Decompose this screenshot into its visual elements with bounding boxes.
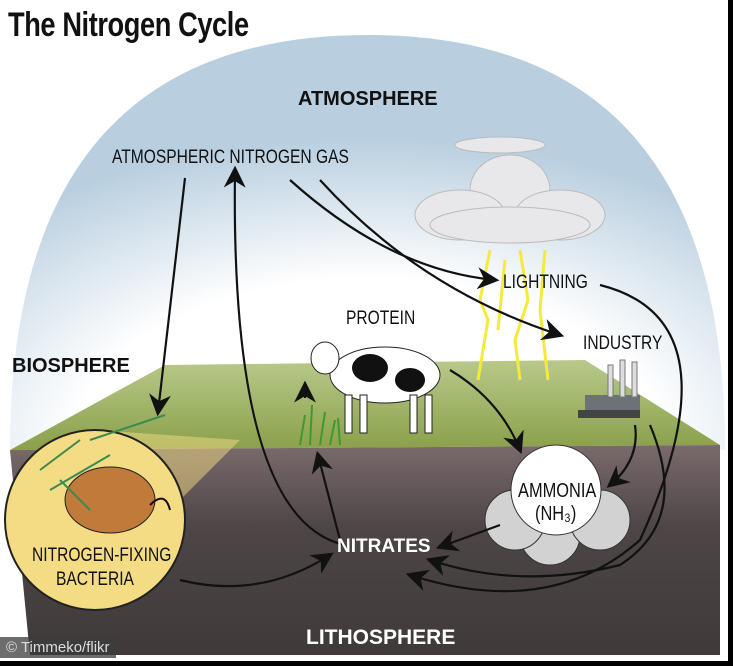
ammonia-molecule-icon <box>484 444 631 566</box>
image-credit: © Timmeko/flikr <box>0 637 116 658</box>
industry-label: INDUSTRY <box>583 333 663 354</box>
ammonia-formula-label: (NH₃) <box>535 503 577 525</box>
cloud-icon <box>414 136 606 244</box>
factory-icon <box>578 359 640 418</box>
grass-icon <box>299 404 341 446</box>
protein-label: PROTEIN <box>346 308 416 329</box>
bacteria-label-line2: BACTERIA <box>56 569 134 590</box>
lithosphere-label: LITHOSPHERE <box>306 626 456 649</box>
nitrates-label: NITRATES <box>337 536 431 557</box>
ammonia-label: AMMONIA <box>518 480 597 502</box>
atmospheric-nitrogen-gas-label: ATMOSPHERIC NITROGEN GAS <box>112 147 349 168</box>
bacteria-illustration <box>4 414 240 611</box>
atmosphere-label: ATMOSPHERE <box>298 88 438 110</box>
atmosphere-dome <box>10 35 725 450</box>
biosphere-label: BIOSPHERE <box>12 355 130 377</box>
cow-icon <box>310 341 441 434</box>
page-title: The Nitrogen Cycle <box>8 6 249 44</box>
lightning-label: LIGHTNING <box>503 272 588 293</box>
bacteria-label-line1: NITROGEN-FIXING <box>32 545 172 566</box>
cycle-arrows <box>149 165 683 593</box>
